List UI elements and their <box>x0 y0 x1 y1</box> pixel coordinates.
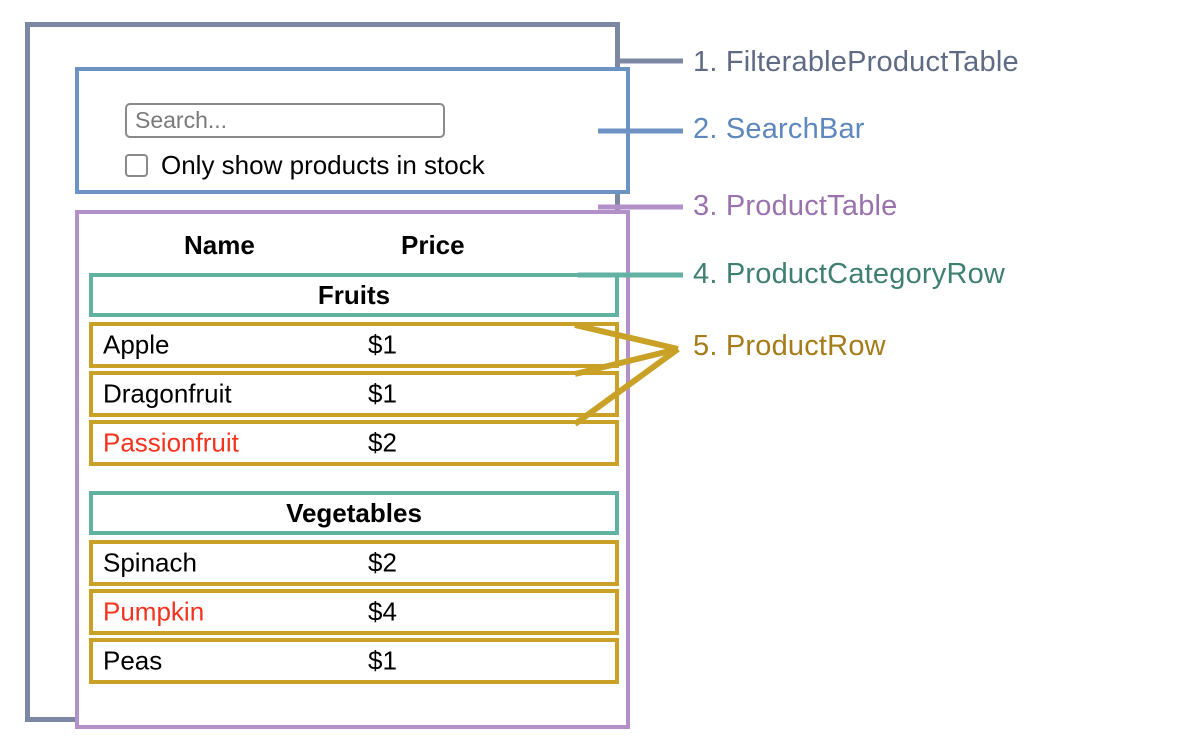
product-name-cell: Peas <box>103 645 163 676</box>
filterable-product-table-frame: Only show products in stock Name Price F… <box>25 22 630 729</box>
product-name-cell: Pumpkin <box>103 596 205 627</box>
product-row: Apple $1 <box>89 322 619 368</box>
product-row: Pumpkin $4 <box>89 589 619 635</box>
legend-item-filterable-product-table: 1. FilterableProductTable <box>693 46 1019 78</box>
product-category-row: Fruits <box>89 273 619 317</box>
product-price-cell: $1 <box>368 645 397 676</box>
product-price-cell: $1 <box>368 329 397 360</box>
product-name-cell: Spinach <box>103 547 197 578</box>
legend-item-search-bar: 2. SearchBar <box>693 113 865 145</box>
product-row: Passionfruit $2 <box>89 420 619 466</box>
product-price-cell: $2 <box>368 547 397 578</box>
product-category-label: Vegetables <box>286 497 422 528</box>
product-row: Spinach $2 <box>89 540 619 586</box>
product-name-cell: Passionfruit <box>103 427 239 458</box>
group-spacer <box>89 469 619 491</box>
product-price-cell: $4 <box>368 596 397 627</box>
legend-item-product-category-row: 4. ProductCategoryRow <box>693 258 1006 290</box>
search-input[interactable] <box>125 103 445 138</box>
legend-item-product-table: 3. ProductTable <box>693 190 898 222</box>
in-stock-checkbox-label: Only show products in stock <box>161 150 485 180</box>
product-row: Peas $1 <box>89 638 619 684</box>
product-price-cell: $2 <box>368 427 397 458</box>
in-stock-checkbox-row[interactable]: Only show products in stock <box>125 150 485 181</box>
legend-item-product-row: 5. ProductRow <box>693 330 886 362</box>
search-bar-frame: Only show products in stock <box>75 67 630 194</box>
product-price-cell: $1 <box>368 378 397 409</box>
product-name-cell: Apple <box>103 329 170 360</box>
product-category-label: Fruits <box>317 279 391 310</box>
product-row: Dragonfruit $1 <box>89 371 619 417</box>
product-category-row: Vegetables <box>89 491 619 535</box>
product-name-cell: Dragonfruit <box>103 378 232 409</box>
column-header-name: Name <box>184 229 255 260</box>
checkbox-icon[interactable] <box>125 154 148 177</box>
table-header-row: Name Price <box>79 225 626 265</box>
column-header-price: Price <box>401 229 465 260</box>
